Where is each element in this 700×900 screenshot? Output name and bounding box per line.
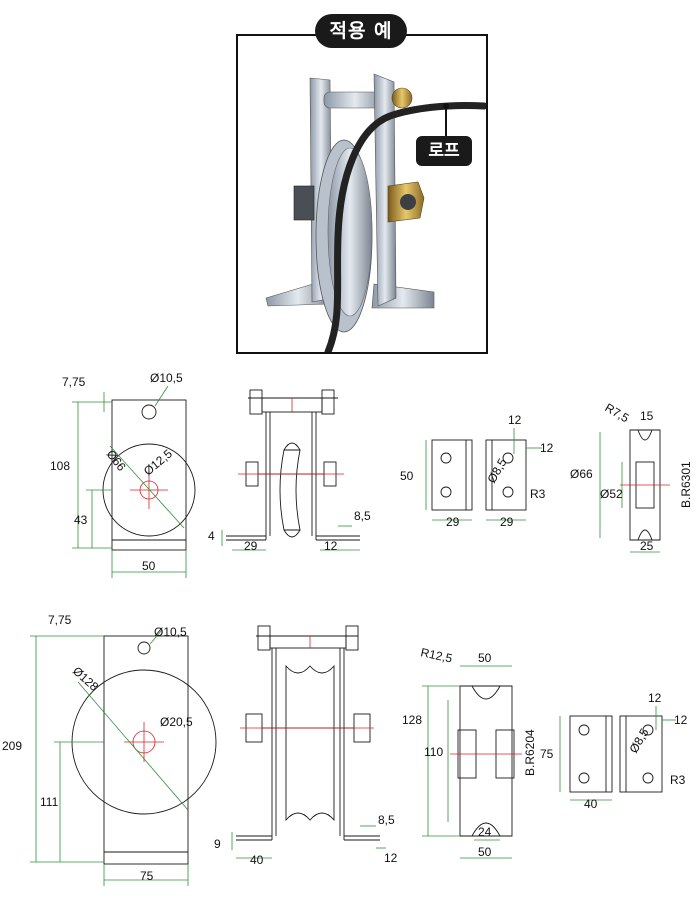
small-side-dim-foot: 12 — [324, 539, 338, 553]
large-front-dim-width: 75 — [140, 869, 154, 883]
large-bracket-dim-radius: R3 — [670, 773, 686, 787]
small-wheel-dim-outer: Ø66 — [570, 467, 593, 481]
small-bracket-dim-hole: Ø8,5 — [484, 456, 509, 486]
large-bracket-dim-top: 12 — [648, 691, 662, 705]
large-wheel-dim-hub: 24 — [478, 825, 492, 839]
large-side-dim-slot: 8,5 — [378, 813, 395, 827]
large-front-dim-height: 209 — [2, 739, 22, 753]
large-wheel-dim-width: 50 — [478, 845, 492, 859]
large-bracket-dim-width: 40 — [584, 797, 598, 811]
large-bracket-view: 75 40 12 12 Ø8,5 R3 — [540, 691, 688, 811]
large-wheel-dim-outer: 128 — [402, 713, 422, 727]
large-wheel-dim-groove: R12,5 — [419, 645, 454, 665]
large-wheel-section: R12,5 50 128 110 B.R6204 24 50 — [402, 645, 537, 859]
large-bracket-dim-height: 75 — [540, 747, 554, 761]
small-bracket-dim-top: 12 — [508, 413, 522, 427]
large-bracket-dim-offset: 12 — [674, 713, 688, 727]
small-side-dim-plate: 4 — [208, 529, 215, 543]
small-side-dim-base: 29 — [244, 539, 258, 553]
application-example-badge: 적용 예 — [315, 14, 407, 48]
large-side-dim-foot: 12 — [384, 851, 398, 865]
small-bracket-view: 50 29 29 12 12 Ø8,5 R3 — [400, 413, 554, 529]
large-front-dim-hole: Ø10,5 — [154, 625, 187, 639]
small-front-dim-top: 7,75 — [62, 375, 86, 389]
small-front-dim-center: 43 — [74, 513, 88, 527]
large-side-dim-base: 40 — [250, 853, 264, 867]
small-side-view: 4 29 12 8,5 — [208, 389, 371, 553]
small-bracket-dim-offset: 12 — [540, 441, 554, 455]
large-wheel-bearing: B.R6204 — [523, 729, 537, 776]
large-wheel-dim-inner: 110 — [424, 745, 443, 759]
small-front-dim-height: 108 — [50, 459, 70, 473]
large-side-view: 9 40 8,5 12 — [214, 625, 398, 867]
small-wheel-dim-inner: Ø52 — [600, 487, 623, 501]
large-bracket-dim-hole: Ø8,5 — [626, 726, 651, 756]
small-wheel-bearing: B.R6301 — [679, 461, 693, 508]
large-front-dim-bore: Ø20,5 — [160, 715, 193, 729]
application-photo-frame — [236, 34, 488, 356]
small-wheel-section: R7,5 15 Ø66 Ø52 B.R6301 25 — [570, 400, 693, 553]
large-side-dim-plate: 9 — [214, 837, 221, 851]
small-wheel-dim-groove: R7,5 — [603, 400, 632, 425]
small-bracket-dim-height: 50 — [400, 469, 414, 483]
small-wheel-dim-width: 25 — [640, 539, 654, 553]
large-front-view: 7,75 Ø10,5 Ø128 Ø20,5 209 111 75 — [2, 613, 217, 886]
small-wheel-dim-topwidth: 15 — [640, 409, 654, 423]
small-front-dim-width: 50 — [142, 559, 156, 573]
large-front-dim-wheel: Ø128 — [70, 664, 101, 694]
small-front-dim-hole: Ø10,5 — [150, 371, 183, 385]
small-bracket-dim-radius: R3 — [530, 487, 546, 501]
small-side-dim-slot: 8,5 — [354, 509, 371, 523]
small-front-view: 7,75 Ø10,5 Ø66 Ø12,5 108 43 50 — [50, 371, 196, 578]
pulley-photo-illustration — [265, 73, 488, 356]
small-bracket-dim-right: 29 — [500, 515, 514, 529]
small-front-dim-bore: Ø12,5 — [141, 446, 175, 478]
small-bracket-dim-left: 29 — [446, 515, 460, 529]
large-front-dim-top: 7,75 — [48, 613, 72, 627]
large-wheel-dim-topwidth: 50 — [478, 651, 492, 665]
rope-label-badge: 로프 — [416, 136, 472, 166]
large-front-dim-center: 111 — [40, 795, 59, 809]
